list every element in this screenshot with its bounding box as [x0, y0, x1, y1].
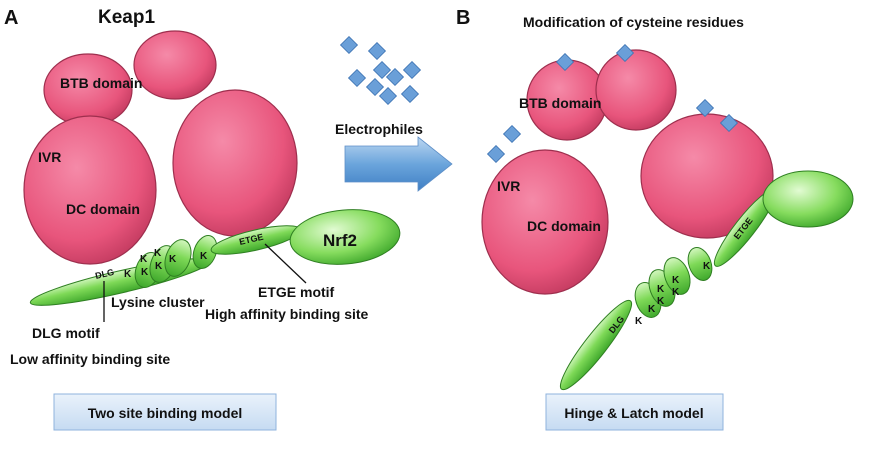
nrf2-lysine-coil	[192, 235, 218, 269]
electrophile-diamond-icon	[378, 86, 398, 106]
k-label: K	[648, 304, 656, 315]
nrf2-body-b	[762, 170, 854, 228]
cysteine-modification-icon	[695, 98, 715, 118]
dc-domain-label-a: DC domain	[66, 201, 140, 217]
k-label: K	[703, 261, 711, 272]
right-arrow-icon	[344, 136, 453, 192]
k-label: K	[169, 254, 177, 265]
k-label: K	[657, 296, 665, 307]
keap1-dc-left	[23, 115, 157, 265]
electrophiles-label: Electrophiles	[335, 121, 423, 137]
k-label: K	[200, 251, 208, 262]
two-site-model-label: Two site binding model	[88, 405, 243, 421]
nrf2-lysine-coil	[687, 247, 713, 281]
electrophiles-group: Electrophiles	[335, 35, 453, 192]
etge-motif-label: ETGE motif	[258, 284, 335, 300]
electrophile-diamond-icon	[339, 35, 359, 55]
cysteine-modification-icon	[615, 43, 635, 63]
cysteine-modification-icon	[502, 124, 522, 144]
lysine-cluster-label: Lysine cluster	[111, 294, 205, 310]
dlg-motif-label: DLG motif	[32, 325, 100, 341]
cysteine-modification-icon	[486, 144, 506, 164]
ivr-label-a: IVR	[38, 149, 61, 165]
hinge-latch-model-label: Hinge & Latch model	[564, 405, 703, 421]
dlg-label-a: DLG	[94, 267, 115, 281]
nrf2-lysine-coil	[663, 257, 691, 295]
k-label: K	[657, 284, 665, 295]
k-label: K	[124, 269, 132, 280]
etge-pointer-line	[264, 243, 307, 284]
k-label: K	[672, 287, 680, 298]
modification-title: Modification of cysteine residues	[523, 14, 744, 30]
ivr-label-b: IVR	[497, 178, 520, 194]
panel-a-letter: A	[4, 7, 18, 29]
low-affinity-label: Low affinity binding site	[10, 351, 170, 367]
electrophile-diamond-icon	[365, 77, 385, 97]
keap1-btb-right	[133, 30, 217, 100]
k-label: K	[155, 261, 163, 272]
btb-domain-label-a: BTB domain	[60, 75, 142, 91]
k-label: K	[635, 316, 643, 327]
nrf2-lysine-coil	[164, 239, 192, 277]
keap1-dc-right	[172, 89, 298, 237]
electrophile-diamond-icon	[372, 60, 392, 80]
nrf2-label: Nrf2	[323, 231, 357, 250]
electrophile-diamond-icon	[385, 67, 405, 87]
keap1-btb-right-b	[595, 49, 677, 131]
keap1-title: Keap1	[98, 7, 155, 28]
panel-a: A Keap1 BTB domain IVR DC domain Nrf2 DL…	[4, 7, 401, 431]
nrf2-body-a	[289, 209, 401, 265]
k-label: K	[140, 254, 148, 265]
dc-domain-label-b: DC domain	[527, 218, 601, 234]
cysteine-modification-icon	[555, 52, 575, 72]
k-label: K	[154, 248, 162, 259]
electrophile-diamond-icon	[400, 84, 420, 104]
panel-b-letter: B	[456, 7, 470, 29]
electrophile-diamond-icon	[347, 68, 367, 88]
k-label: K	[672, 275, 680, 286]
btb-domain-label-b: BTB domain	[519, 95, 601, 111]
keap1-dc-left-b	[481, 149, 609, 295]
k-label: K	[141, 267, 149, 278]
hinge-latch-model-box	[545, 393, 724, 431]
electrophile-diamond-icon	[402, 60, 422, 80]
electrophile-diamond-icon	[367, 41, 387, 61]
cysteine-modification-icon	[719, 113, 739, 133]
nrf2-dlg-segment-b	[559, 299, 633, 391]
two-site-model-box	[53, 393, 277, 431]
high-affinity-label: High affinity binding site	[205, 306, 369, 322]
panel-b: B Modification of cysteine residues BTB …	[456, 7, 854, 431]
